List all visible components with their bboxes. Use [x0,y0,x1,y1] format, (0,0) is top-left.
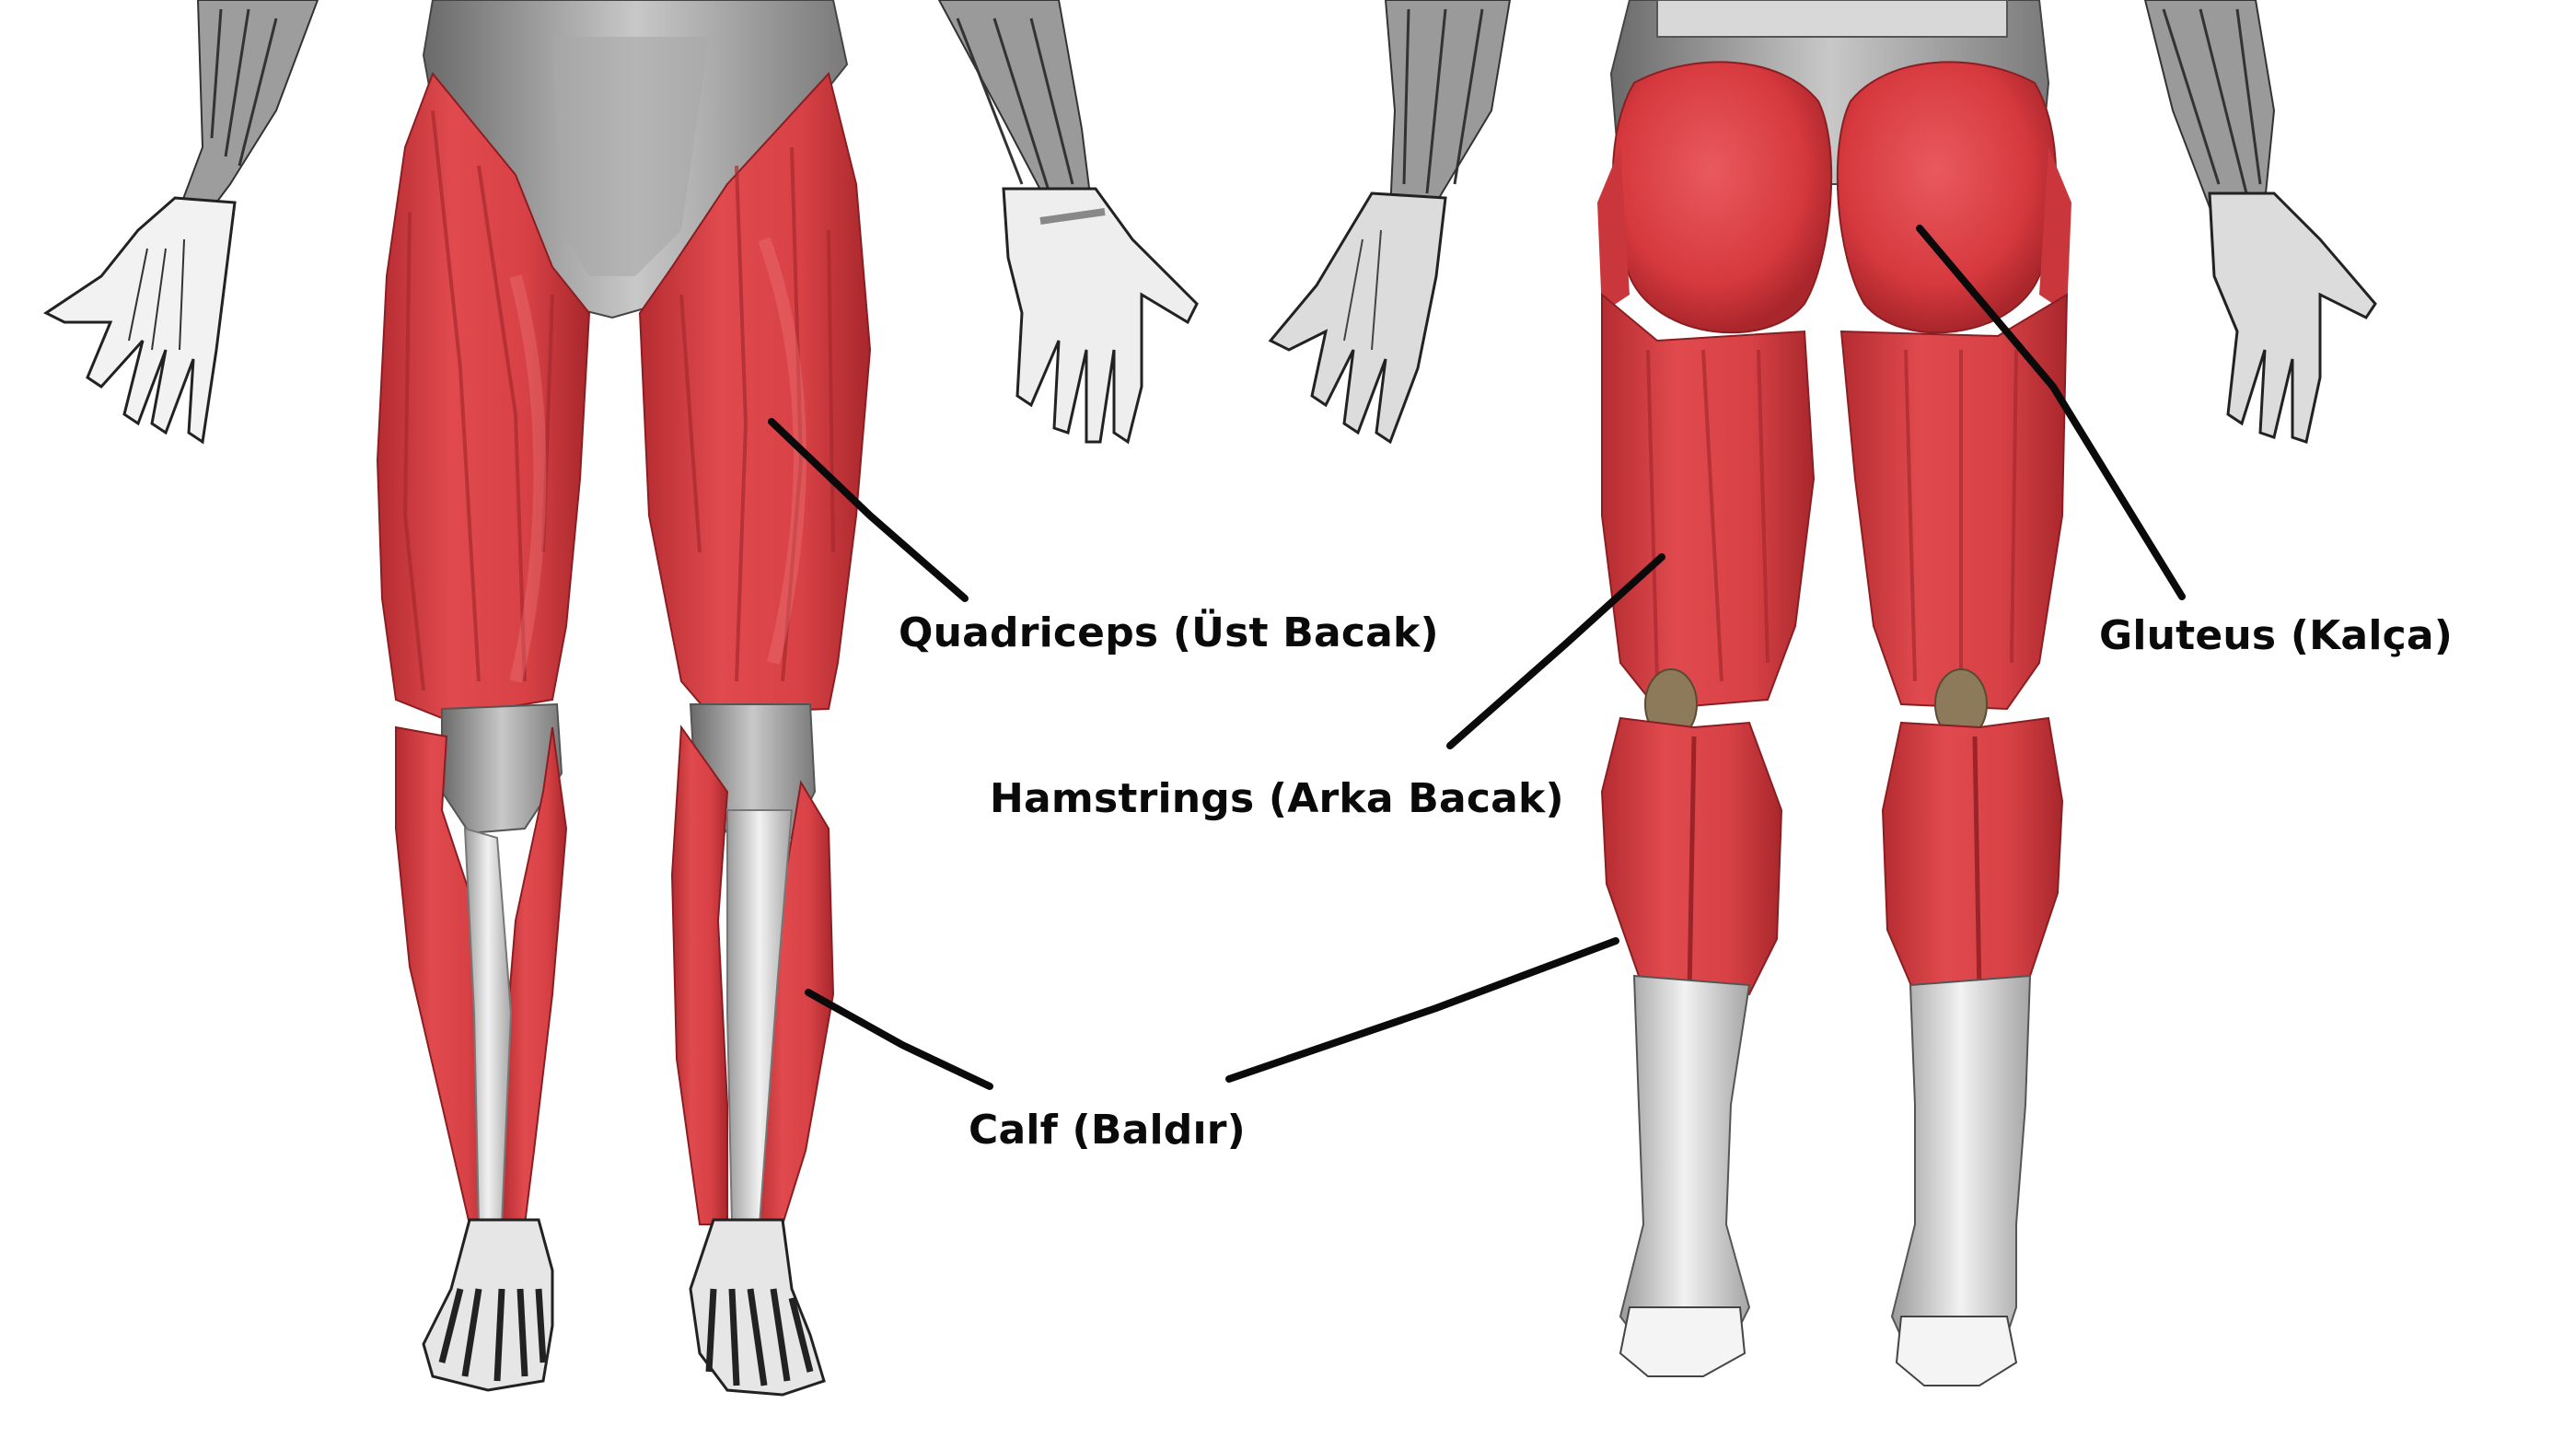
back-left-hand [1268,191,1447,445]
front-left-hand [43,196,237,445]
front-right-calf-muscle [670,725,729,1225]
back-right-heel [1895,1316,2018,1386]
back-right-hand [2208,191,2377,444]
back-left-heel [1619,1306,1746,1377]
quadriceps-leader-line [768,418,969,602]
back-right-arm [2143,0,2276,209]
calf-label: Calf (Baldır) [969,1107,1246,1154]
gluteus-leader-line [1916,225,2186,600]
quadriceps-label: Quadriceps (Üst Bacak) [899,609,1439,656]
back-left-gluteus-muscle [1611,61,1833,334]
back-left-hamstring-muscle [1601,292,1816,711]
back-right-calf-muscle [1881,716,2064,1005]
calf-back-leader-line [1225,937,1619,1083]
back-right-gluteus-muscle [1836,61,2058,334]
back-view-figure [1268,0,2377,1386]
hamstrings-label: Hamstrings (Arka Bacak) [990,775,1564,822]
front-left-foot [422,1218,554,1392]
front-right-hand [1002,187,1199,445]
back-right-hamstring-muscle [1839,293,2069,711]
leader-lines [768,225,2186,1090]
back-right-achilles [1890,974,2032,1369]
back-left-achilles [1619,974,1751,1355]
hamstrings-leader-line [1446,553,1665,749]
gluteus-label: Gluteus (Kalça) [2099,612,2454,659]
front-view-figure [43,0,1199,1397]
calf-leader-line [805,989,993,1090]
front-right-foot [689,1218,826,1397]
